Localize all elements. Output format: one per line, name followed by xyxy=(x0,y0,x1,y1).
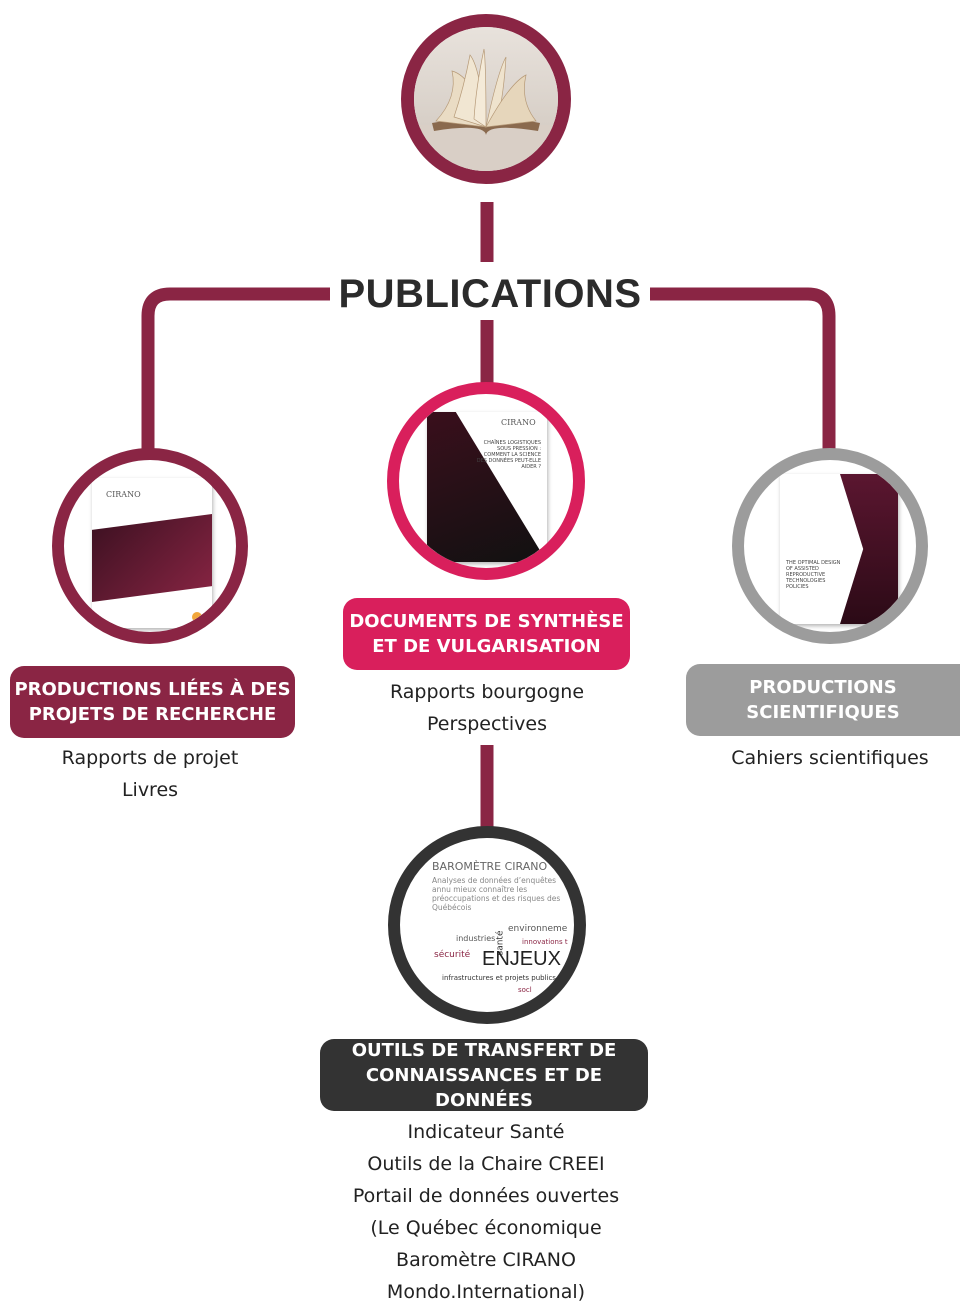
page-title: PUBLICATIONS xyxy=(330,268,650,320)
synthesis-label-line1: DOCUMENTS DE SYNTHÈSE xyxy=(349,611,624,632)
tools-label-line2: CONNAISSANCES ET DE DONNÉES xyxy=(365,1064,603,1111)
word-infrastructures: infrastructures et projets publics xyxy=(442,974,556,982)
research-cover-band xyxy=(92,514,212,602)
scientific-label: PRODUCTIONS SCIENTIFIQUES xyxy=(686,664,960,736)
synthesis-cover-circle: CIRANO CHAÎNES LOGISTIQUES SOUS PRESSION… xyxy=(387,382,585,580)
research-label: PRODUCTIONS LIÉES À DES PROJETS DE RECHE… xyxy=(10,666,295,738)
list-item: Rapports de projet xyxy=(61,747,239,769)
tools-barometre-circle: BAROMÈTRE CIRANO Analyses de données d’e… xyxy=(388,826,586,1024)
open-book-photo-icon xyxy=(414,27,558,171)
research-cover-thumbnail: CIRANO xyxy=(92,478,212,628)
scientific-label-line1: PRODUCTIONS xyxy=(749,677,897,698)
synthesis-items: Rapports bourgogne Perspectives xyxy=(340,676,634,740)
scientific-items: Cahiers scientifiques xyxy=(700,742,960,774)
cirano-logo: CIRANO xyxy=(106,490,141,499)
list-item: Rapports bourgogne xyxy=(389,681,585,703)
scientific-cover-title: THE OPTIMAL DESIGN OF ASSISTED REPRODUCT… xyxy=(786,560,841,590)
cirano-logo: CIRANO xyxy=(501,418,536,427)
list-item: Baromètre CIRANO xyxy=(396,1249,576,1271)
list-item: Livres xyxy=(121,779,179,801)
synthesis-label-line2: ET DE VULGARISATION xyxy=(372,636,601,657)
tools-label-line1: OUTILS DE TRANSFERT DE xyxy=(351,1039,617,1061)
list-item: (Le Québec économique xyxy=(370,1217,602,1239)
scientific-cover-dark-shape xyxy=(840,474,898,624)
scientific-cover-circle: THE OPTIMAL DESIGN OF ASSISTED REPRODUCT… xyxy=(732,448,928,644)
word-securite: sécurité xyxy=(434,950,471,960)
list-item: Cahiers scientifiques xyxy=(731,747,929,769)
list-item: Perspectives xyxy=(427,713,547,735)
list-item: Mondo.International) xyxy=(386,1281,586,1303)
scientific-label-line2: SCIENTIFIQUES xyxy=(746,702,900,723)
tools-label: OUTILS DE TRANSFERT DE CONNAISSANCES ET … xyxy=(320,1039,648,1111)
list-item: Indicateur Santé xyxy=(407,1121,565,1143)
connector-right xyxy=(648,287,836,462)
word-innovations: innovations t xyxy=(522,938,568,946)
list-item: Outils de la Chaire CREEI xyxy=(367,1153,605,1175)
research-cover-circle: CIRANO xyxy=(52,448,248,644)
research-items: Rapports de projet Livres xyxy=(10,742,290,806)
barometre-heading: BAROMÈTRE CIRANO xyxy=(432,860,548,873)
word-social: socl xyxy=(518,986,532,994)
connector-left xyxy=(141,287,330,462)
word-industries: industries xyxy=(456,934,496,943)
tools-items: Indicateur Santé Outils de la Chaire CRE… xyxy=(316,1116,656,1308)
scientific-cover-thumbnail: THE OPTIMAL DESIGN OF ASSISTED REPRODUCT… xyxy=(780,474,898,624)
synthesis-cover-thumbnail: CIRANO CHAÎNES LOGISTIQUES SOUS PRESSION… xyxy=(427,412,547,562)
top-book-image-circle xyxy=(401,14,571,184)
list-item: Portail de données ouvertes xyxy=(352,1185,620,1207)
word-environnement: environneme xyxy=(508,924,568,934)
research-cover-badge xyxy=(192,612,202,622)
synthesis-cover-dark-shape xyxy=(427,412,547,562)
word-enjeux: ENJEUX xyxy=(482,948,561,970)
synthesis-cover-title: CHAÎNES LOGISTIQUES SOUS PRESSION : COMM… xyxy=(476,440,541,470)
research-label-line2: PROJETS DE RECHERCHE xyxy=(28,704,277,725)
synthesis-label: DOCUMENTS DE SYNTHÈSE ET DE VULGARISATIO… xyxy=(343,598,630,670)
barometre-description: Analyses de données d’enquêtes annu mieu… xyxy=(432,876,561,912)
research-label-line1: PRODUCTIONS LIÉES À DES xyxy=(14,679,291,700)
